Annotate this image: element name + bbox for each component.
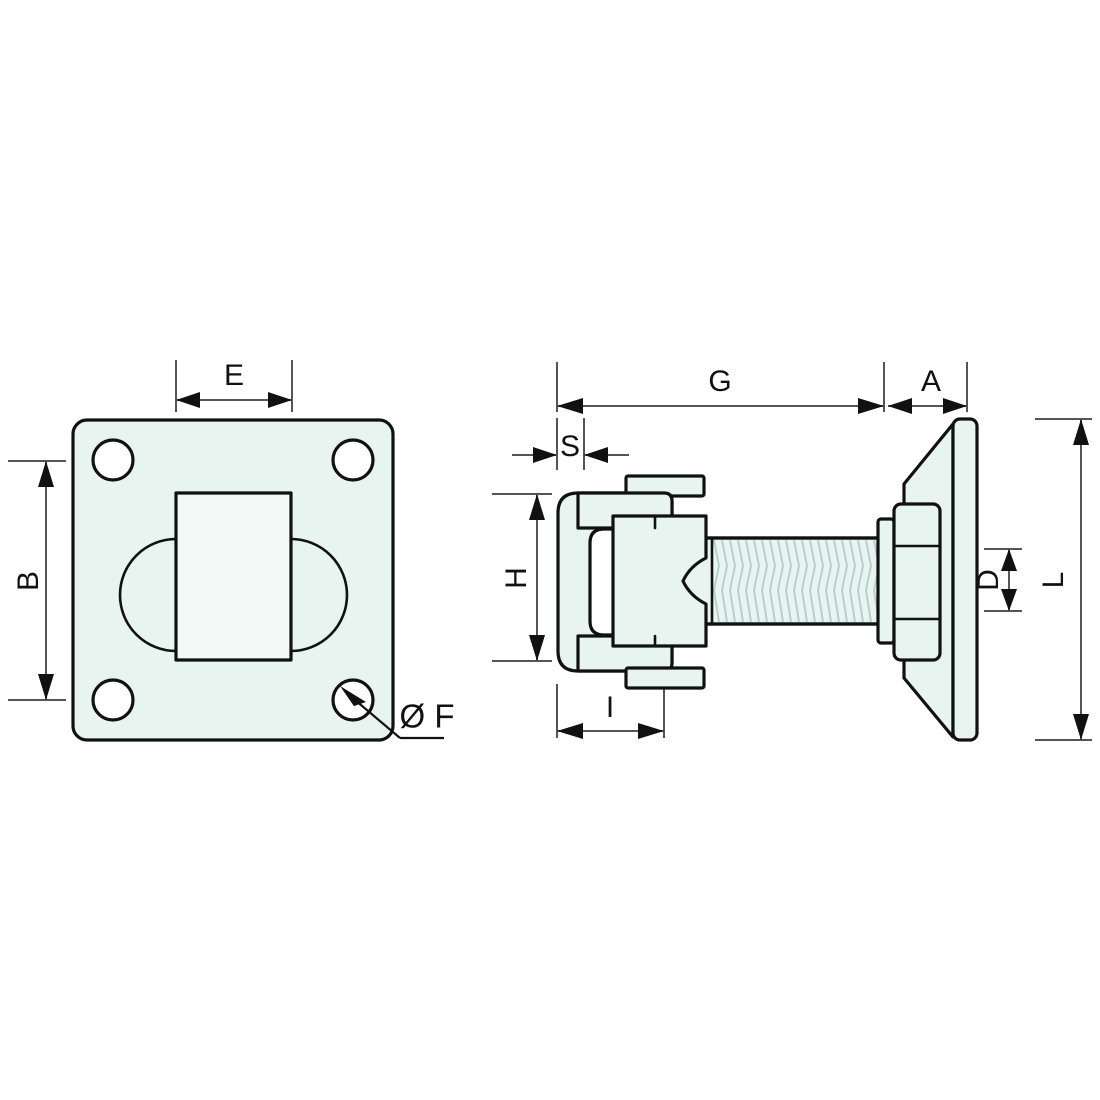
dimension-A: A (888, 362, 968, 414)
hinge-body-bottom-tab (624, 666, 706, 690)
boss-arc-left (118, 537, 178, 653)
dimension-diameter-F: Ø F (340, 686, 455, 740)
dimension-L-label: L (1037, 572, 1070, 589)
dimension-L: L (1035, 418, 1092, 741)
dimension-G-arrow-right (858, 398, 884, 414)
dimension-H-arrow-bottom (529, 635, 545, 661)
dimension-G: G (556, 362, 885, 414)
dimension-S: S (512, 418, 629, 470)
dimension-I-label: I (606, 691, 614, 724)
diameter-F-arrow (340, 686, 366, 712)
hex-nut (892, 502, 942, 662)
dimension-G-arrow-left (557, 398, 583, 414)
diameter-F-label: Ø F (400, 698, 455, 735)
dimension-I-arrow-left (557, 723, 583, 739)
bolt-hole-bottom-left (91, 678, 135, 722)
dimension-E-label: E (224, 359, 244, 392)
bolt-hole-top-left (91, 438, 135, 482)
dimension-B: B (8, 460, 66, 701)
bolt-hole-top-right (331, 438, 375, 482)
dimension-A-arrow-left (888, 398, 912, 414)
dimension-A-arrow-right (943, 398, 967, 414)
dimension-D: D (972, 548, 1022, 612)
dimension-L-arrow-top (1073, 419, 1089, 445)
dimension-D-arrow-top (1001, 549, 1017, 571)
boss-arc-right (289, 537, 349, 653)
dimension-D-arrow-bottom (1001, 589, 1017, 611)
dimension-E-arrow-left (176, 392, 200, 408)
dimension-B-label: B (12, 571, 45, 591)
dimension-I: I (556, 684, 665, 739)
dimension-D-label: D (972, 569, 1005, 591)
dimension-I-arrow-right (638, 723, 664, 739)
dimension-S-arrow-left (533, 447, 557, 463)
dimension-B-arrow-bottom (38, 674, 54, 700)
dimension-H-label: H (500, 567, 533, 589)
dimension-G-label: G (708, 365, 731, 398)
flat-washer (876, 517, 896, 645)
dimension-H: H (492, 493, 552, 662)
dimension-S-label: S (560, 430, 580, 463)
side-view-group: G A S H (492, 362, 1092, 742)
dimension-E: E (175, 359, 293, 412)
dimension-E-arrow-right (268, 392, 292, 408)
hinge-knuckle (611, 514, 708, 648)
dimension-L-arrow-bottom (1073, 714, 1089, 740)
front-central-boss (174, 491, 293, 662)
dimension-H-arrow-top (529, 494, 545, 520)
dimension-B-arrow-top (38, 461, 54, 487)
dimension-S-arrow-right (584, 447, 608, 463)
dimension-A-label: A (921, 365, 941, 398)
side-mounting-plate (951, 417, 979, 742)
front-view-group: E B Ø F (8, 359, 455, 742)
